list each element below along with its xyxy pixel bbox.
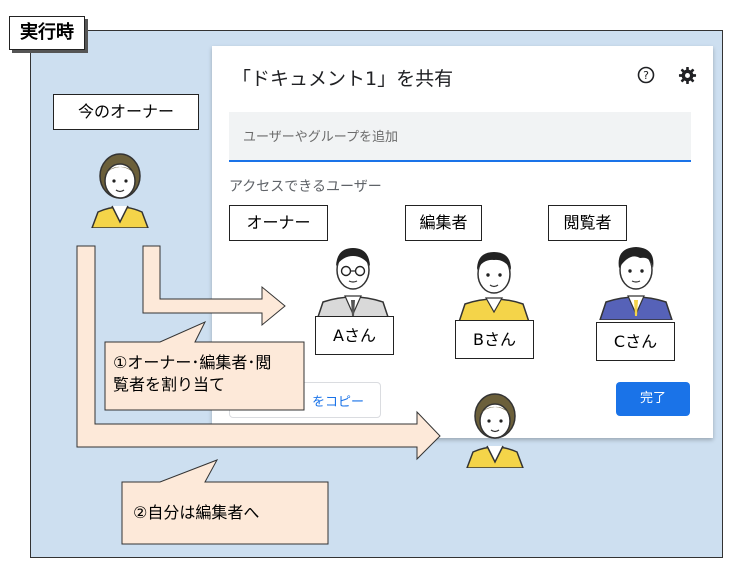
access-label: アクセスできるユーザー xyxy=(229,179,382,195)
current-owner-person xyxy=(91,153,149,228)
role-owner-label: オーナー xyxy=(229,205,328,241)
add-people-input[interactable]: ユーザーやグループを追加 xyxy=(229,112,691,162)
help-circle-icon[interactable]: ? xyxy=(637,66,655,84)
self-editor-note: ②自分は編集者へ xyxy=(133,503,260,522)
user-a-label: Aさん xyxy=(315,316,394,355)
assign-callout xyxy=(104,320,305,411)
copy-link-label: をコピー xyxy=(311,395,364,410)
self-editor-person xyxy=(466,393,524,468)
assign-note: ①オーナー･編集者･閲 覧者を割り当て xyxy=(113,352,303,396)
dialog-title: 「ドキュメント1」を共有 xyxy=(232,68,454,90)
execution-tag: 実行時 xyxy=(9,16,85,50)
svg-text:?: ? xyxy=(643,69,649,82)
owner-to-roles-arrow xyxy=(142,245,286,327)
gear-icon[interactable] xyxy=(678,66,697,85)
done-button[interactable]: 完了 xyxy=(616,382,690,416)
owner-to-editor-arrow xyxy=(76,245,441,461)
assign-note-line2: 覧者を割り当て xyxy=(113,375,226,394)
assign-note-line1: ①オーナー･編集者･閲 xyxy=(113,353,272,372)
role-editor-label: 編集者 xyxy=(405,205,482,241)
user-c-label: Cさん xyxy=(596,322,675,361)
user-b-person xyxy=(458,252,530,322)
role-viewer-label: 閲覧者 xyxy=(548,205,627,241)
user-b-label: Bさん xyxy=(455,320,534,359)
self-editor-callout xyxy=(121,459,329,545)
user-a-person xyxy=(316,248,390,320)
current-owner-label: 今のオーナー xyxy=(53,94,199,130)
search-placeholder: ユーザーやグループを追加 xyxy=(243,130,398,145)
user-c-person xyxy=(599,247,673,320)
